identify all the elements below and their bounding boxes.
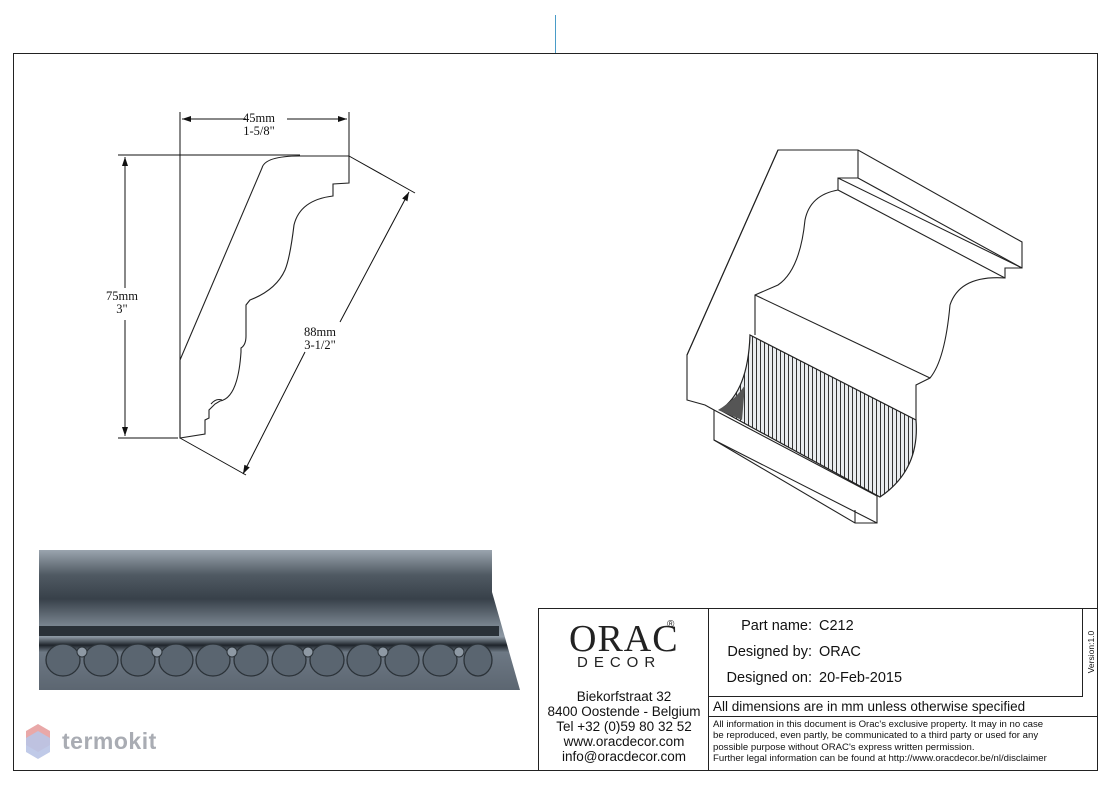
sheet-marker-line	[555, 15, 556, 53]
designed-on-value: 20-Feb-2015	[819, 670, 903, 686]
brand-logo: ORAC	[569, 618, 679, 660]
company-address: Biekorfstraat 32 8400 Oostende - Belgium…	[547, 689, 701, 764]
designed-by-value: ORAC	[819, 644, 861, 660]
registered-mark: ®	[667, 619, 675, 630]
dimension-lines	[118, 112, 416, 476]
watermark: termokit	[56, 728, 157, 755]
render-preview	[39, 550, 520, 690]
dimensions-note: All dimensions are in mm unless otherwis…	[709, 697, 1097, 717]
version-label: Version:1.0	[1086, 630, 1096, 674]
drawing-fields: Part name: C212 Designed by: ORAC Design…	[709, 609, 1082, 697]
profile-section	[179, 155, 350, 439]
isometric-flute-shadow	[718, 385, 745, 420]
isometric-flutes	[718, 334, 917, 498]
watermark-logo-icon	[26, 724, 50, 759]
part-name-value: C212	[819, 618, 854, 634]
title-block: ORAC ® DECOR Biekorfstraat 32 8400 Ooste…	[538, 608, 1098, 771]
legal-notice: All information in this document is Orac…	[713, 719, 1047, 764]
brand-logo-sub: DECOR	[577, 654, 662, 671]
company-block: ORAC ® DECOR Biekorfstraat 32 8400 Ooste…	[539, 609, 709, 770]
version-cell: Version:1.0	[1082, 609, 1098, 697]
watermark-text: termokit	[62, 728, 157, 754]
